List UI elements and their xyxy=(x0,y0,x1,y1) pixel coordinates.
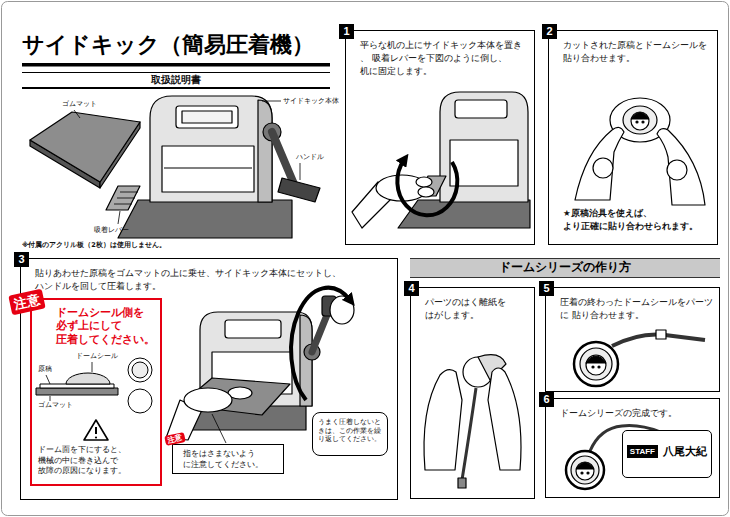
part-label: ゴムマット xyxy=(38,402,73,410)
part-label: ハンドル xyxy=(296,153,324,161)
caution-text: ドームシール側を 必ず上にして 圧着してください。 xyxy=(56,306,158,347)
step-number: 3 xyxy=(14,252,29,267)
retry-note: うまく圧着しないと きは、この作業を繰 り返してください。 xyxy=(312,412,388,456)
card-tag: STAFF xyxy=(627,445,658,458)
part-label: ドームシール xyxy=(76,353,118,361)
name-card: STAFF 八尾大紀 xyxy=(622,430,712,478)
page-title: サイドキック（簡易圧着機） xyxy=(22,31,314,59)
section-band: 取扱説明書 xyxy=(22,72,330,89)
caution-badge: 注意 xyxy=(164,432,186,446)
step-text: 圧着の終わったドームシールをパーツに 貼り合わせます。 xyxy=(560,296,717,322)
warning-text: ドーム面を下にすると、 機械の中に巻き込んで 故障の原因になります。 xyxy=(38,445,156,477)
caution-badge: 注意 xyxy=(8,288,45,315)
step-text: 貼りあわせた原稿をゴムマットの上に乗せ、サイドキック本体にセットし、 ハンドルを… xyxy=(35,267,393,293)
tip-note: ★原稿治具を使えば、 より正確に貼り合わせられます。 xyxy=(563,207,713,233)
section-band: ドームシリーズの作り方 xyxy=(410,258,720,278)
part-label: 吸着レバー xyxy=(94,226,129,234)
step-number: 6 xyxy=(539,392,554,407)
step-number: 4 xyxy=(404,281,419,296)
note-text: 指をはさまないよう に注意してください。 xyxy=(183,449,281,471)
note-text: うまく圧着しないと きは、この作業を繰 り返してください。 xyxy=(318,418,384,444)
step-box: 2カットされた原稿とドームシールを 貼り合わせます。★原稿治具を使えば、 より正… xyxy=(548,30,718,245)
step-text: ドームシリーズの完成です。 xyxy=(560,407,717,420)
step-box: 3貼りあわせた原稿をゴムマットの上に乗せ、サイドキック本体にセットし、 ハンドル… xyxy=(20,258,398,500)
finger-note: 注意指をはさまないよう に注意してください。 xyxy=(172,444,284,474)
step-box: 6ドームシリーズの完成です。STAFF八尾大紀 xyxy=(545,398,720,498)
step-number: 5 xyxy=(539,281,554,296)
step-box: 1平らな机の上にサイドキック本体を置き、 吸着レバーを下図のように倒し、 机に固… xyxy=(345,30,535,245)
card-name: 八尾大紀 xyxy=(663,444,707,459)
band-title: ドームシリーズの作り方 xyxy=(410,259,720,276)
step-text: 平らな机の上にサイドキック本体を置き、 吸着レバーを下図のように倒し、 机に固定… xyxy=(360,39,530,77)
step-box: 4パーツのはく離紙を はがします。 xyxy=(410,287,535,499)
step-text: パーツのはく離紙を はがします。 xyxy=(425,296,531,322)
step-number: 1 xyxy=(339,24,354,39)
part-label: ゴムマット xyxy=(62,100,97,108)
caution-box: 注意ドームシール側を 必ず上にして 圧着してください。ドーム面を下にすると、 機… xyxy=(30,298,162,486)
step-number: 2 xyxy=(542,24,557,39)
step-text: カットされた原稿とドームシールを 貼り合わせます。 xyxy=(563,39,713,65)
part-label: ※付属のアクリル板（2枚）は使用しません。 xyxy=(22,242,166,250)
band-title: 取扱説明書 xyxy=(22,73,330,87)
part-label: サイドキック本体 xyxy=(283,97,339,105)
part-label: 原稿 xyxy=(38,366,52,374)
step-box: 5圧着の終わったドームシールをパーツに 貼り合わせます。 xyxy=(545,287,720,392)
